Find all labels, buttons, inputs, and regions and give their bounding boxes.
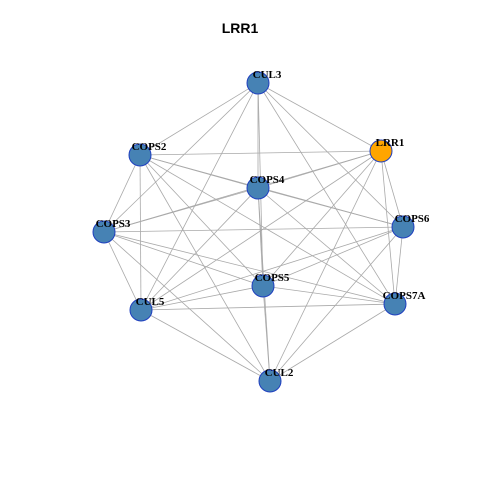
edge-lrr1-cul2	[269, 150, 382, 382]
edge-cops3-cul5	[103, 231, 142, 311]
node-label-cops6: COPS6	[395, 213, 430, 225]
edge-cops7a-cul2	[269, 303, 396, 382]
edge-cops3-cops5	[103, 231, 264, 287]
edge-cops6-cops7a	[394, 226, 404, 305]
node-cops7a	[383, 292, 407, 316]
edge-cul3-cops2	[139, 82, 259, 156]
edge-cops6-cops3	[103, 226, 404, 233]
edge-cops6-cul2	[269, 226, 404, 382]
edge-cul3-cops6	[257, 82, 404, 228]
node-cul2	[258, 369, 282, 393]
node-label-cul5: CUL5	[136, 296, 165, 308]
edge-cops5-cops7a	[262, 285, 396, 305]
node-lrr1	[369, 139, 393, 163]
edge-cul5-cul2	[140, 309, 271, 382]
node-cops4	[246, 176, 270, 200]
edge-cops2-cul5	[139, 154, 142, 311]
node-cops2	[128, 143, 152, 167]
edge-cul3-cops7a	[257, 82, 396, 305]
node-label-cops2: COPS2	[132, 141, 167, 153]
edge-cops2-cops3	[103, 154, 141, 233]
edge-layer	[103, 82, 404, 382]
node-cops6	[391, 215, 415, 239]
node-cul3	[246, 71, 270, 95]
edge-cops3-cul2	[103, 231, 271, 382]
node-label-cul3: CUL3	[253, 69, 282, 81]
edge-lrr1-cops6	[380, 150, 404, 228]
node-layer	[92, 71, 415, 393]
edge-cul3-lrr1	[257, 82, 382, 152]
edge-cops5-cul5	[140, 285, 264, 311]
node-cul5	[129, 298, 153, 322]
node-label-cops3: COPS3	[96, 218, 131, 230]
edge-cul3-cul5	[140, 82, 259, 311]
edge-cops4-cops6	[257, 187, 404, 228]
edge-cops4-cops7a	[257, 187, 396, 305]
node-label-cops4: COPS4	[250, 174, 285, 186]
node-label-cul2: CUL2	[265, 367, 294, 379]
graph-title: LRR1	[221, 20, 259, 36]
edge-cops2-cops5	[139, 154, 264, 287]
edge-cops3-cops7a	[103, 231, 396, 305]
edge-lrr1-cops5	[262, 150, 382, 287]
edge-cul3-cops3	[103, 82, 259, 233]
edge-cops6-cul5	[140, 226, 404, 311]
edge-cops5-cul2	[262, 285, 271, 382]
node-cops5	[251, 274, 275, 298]
edge-cops6-cops5	[262, 226, 404, 287]
node-label-lrr1: LRR1	[376, 137, 405, 149]
node-cops3	[92, 220, 116, 244]
edge-cops7a-cul5	[140, 303, 396, 311]
node-label-cops5: COPS5	[255, 272, 290, 284]
edge-cops4-cul5	[140, 187, 259, 311]
edge-cops4-cops3	[103, 187, 259, 233]
node-label-cops7a: COPS7A	[383, 290, 426, 302]
edge-cops2-cul2	[139, 154, 271, 382]
edge-lrr1-cops2	[139, 150, 382, 156]
